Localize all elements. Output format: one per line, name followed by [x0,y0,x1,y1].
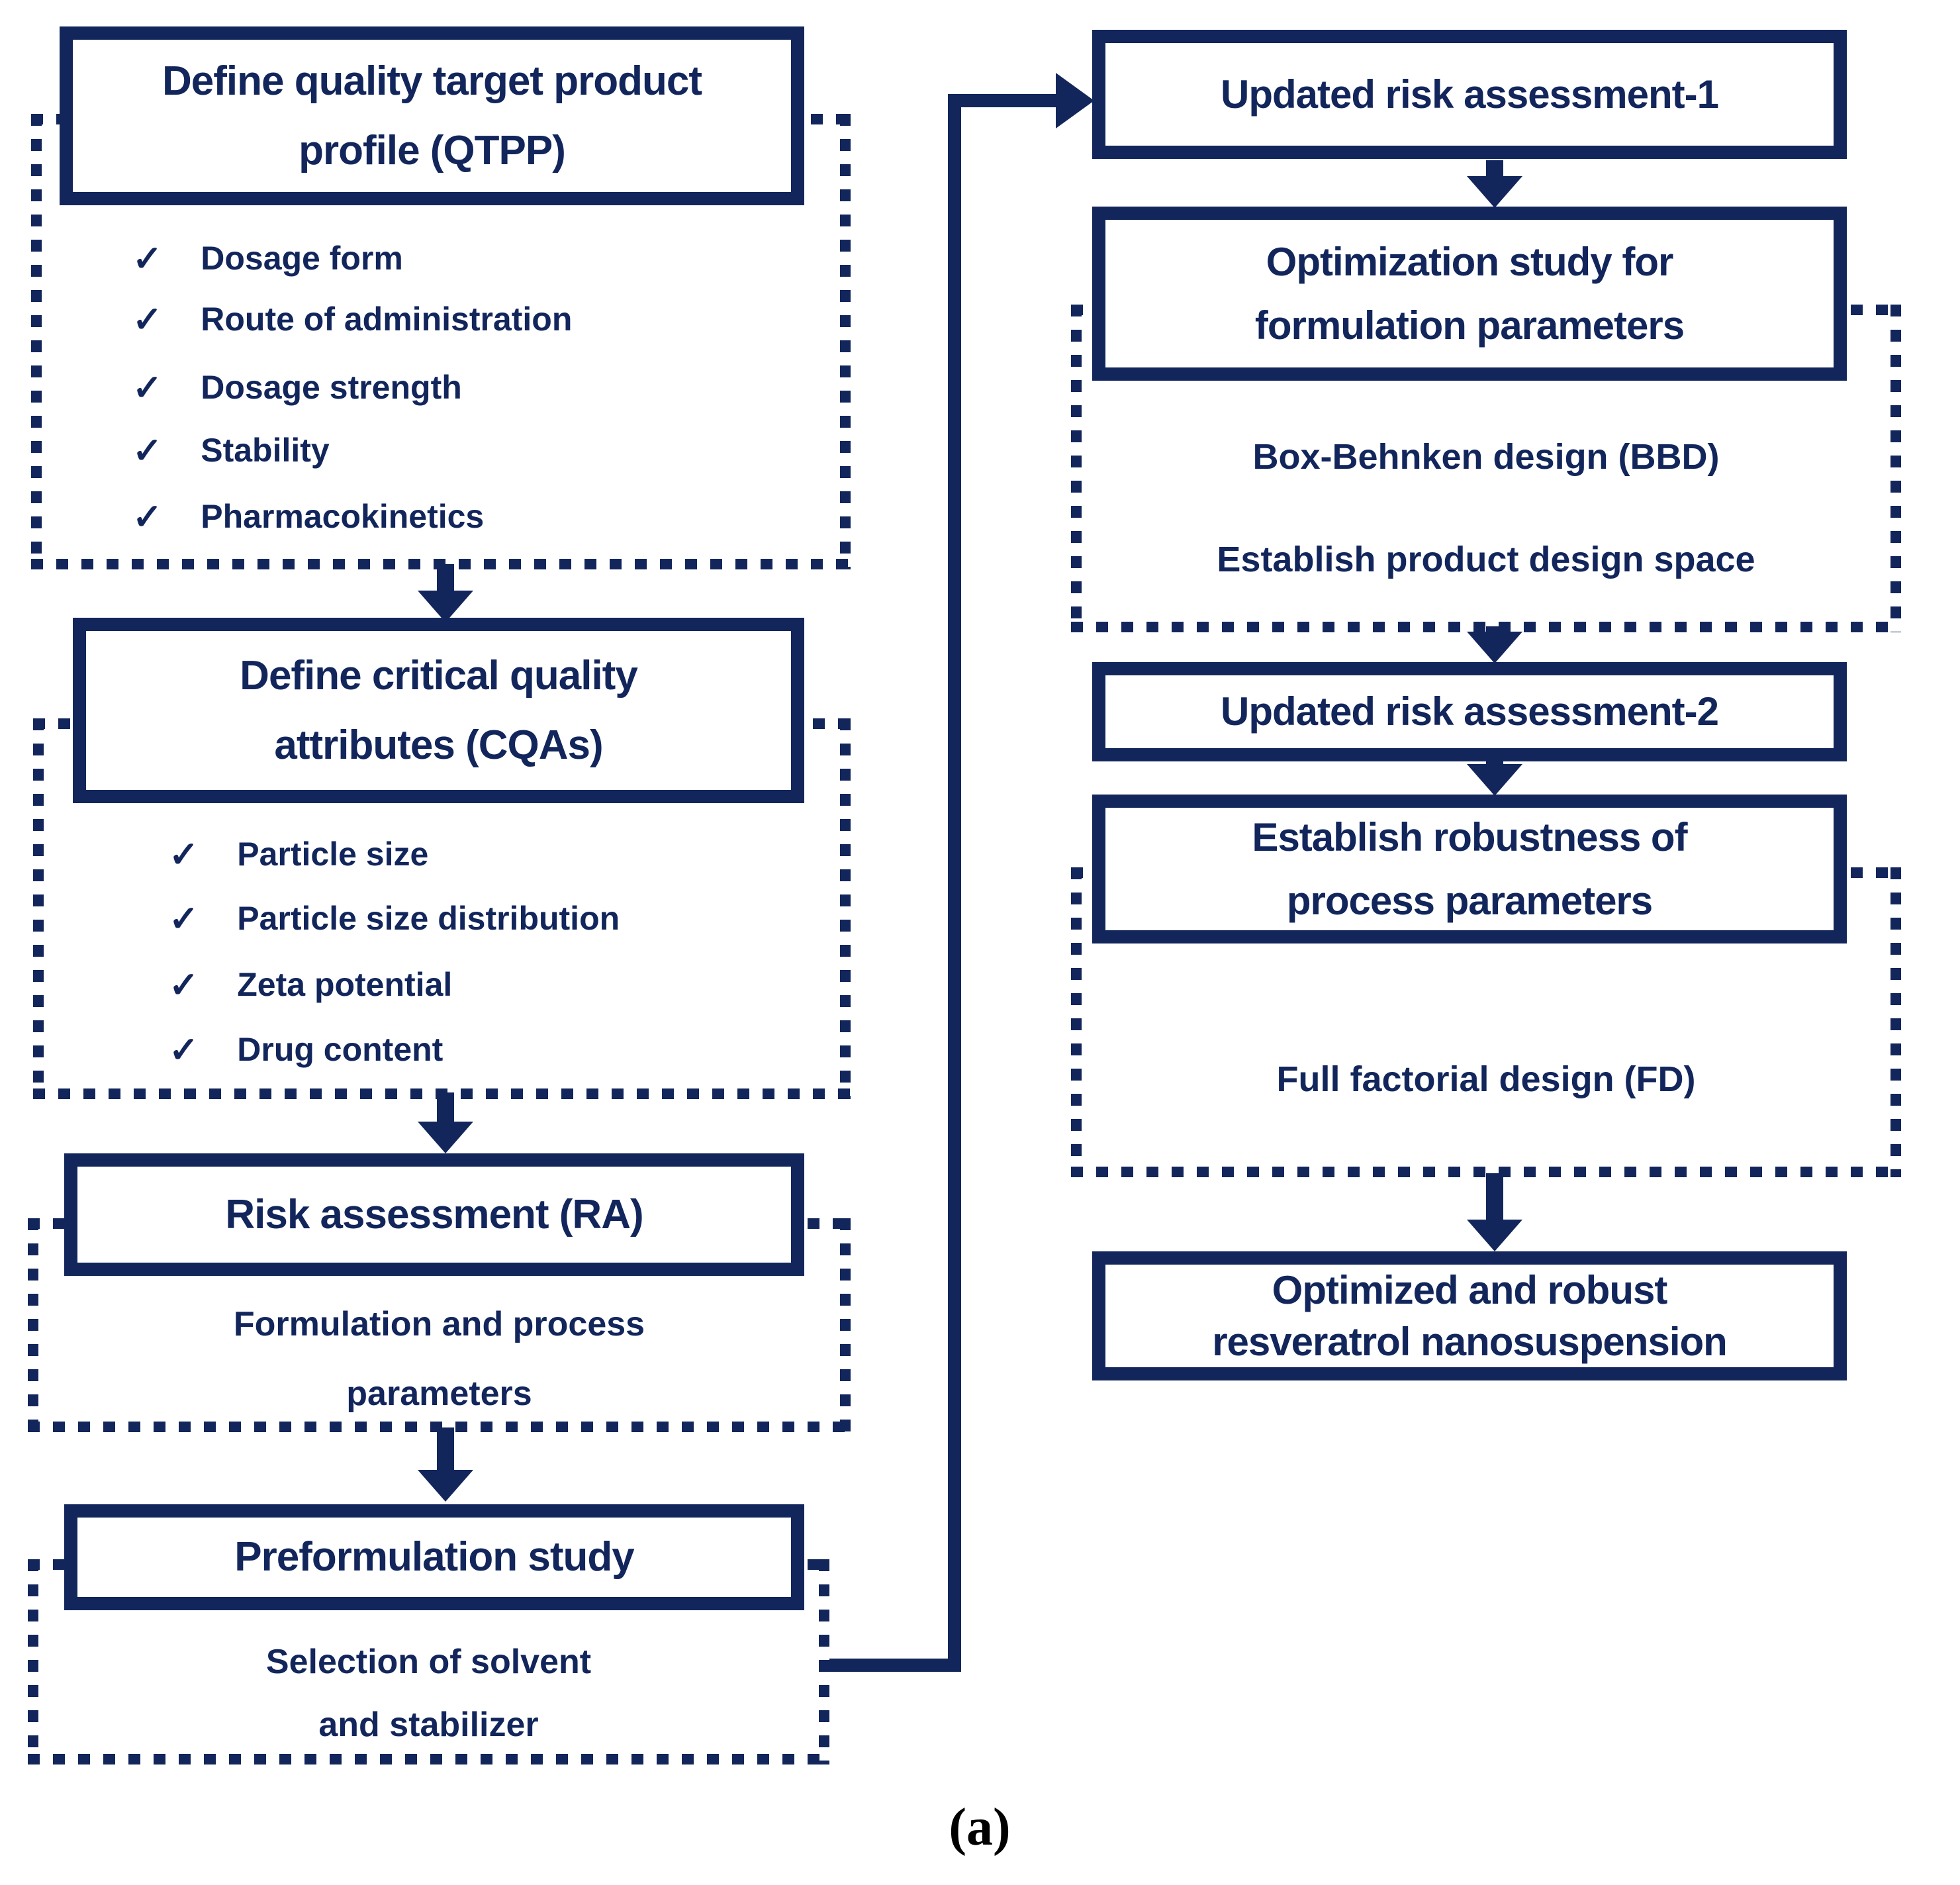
qtpp-title-line1: Define quality target product [162,58,702,104]
opt-title-line1: Optimization study for [1266,239,1674,284]
cqa-box: Define critical quality attributes (CQAs… [73,618,804,803]
opt-subtext-line2: Establish product design space [1217,540,1755,579]
check-icon: ✓ [132,497,163,537]
opt-box: Optimization study for formulation param… [1092,207,1847,381]
qtpp-title-line2: profile (QTPP) [299,128,566,173]
checklist-label: Route of administration [201,301,573,338]
pre-box: Preformulation study [64,1504,804,1610]
opt-title-line2: formulation parameters [1254,303,1685,348]
connector-top-horizontal [961,94,1057,107]
ur1-box: Updated risk assessment-1 [1092,30,1847,159]
arrow-stem [437,1427,454,1470]
checklist-label: Dosage form [201,240,403,277]
arrow-ur1-to-opt [1467,160,1522,208]
connector-vertical [948,94,961,1672]
rob-subtext-line1: Full factorial design (FD) [1276,1059,1696,1099]
pre-subtext-line1: Selection of solvent [265,1643,592,1681]
arrow-head-icon [1467,632,1522,663]
final-title-line2: resveratrol nanosuspension [1212,1319,1728,1364]
checklist-label: Particle size distribution [237,900,620,937]
arrow-head-icon [418,1122,473,1153]
qtpp-item-strength: ✓ Dosage strength [132,364,462,411]
qtpp-box: Define quality target product profile (Q… [60,26,804,205]
check-icon: ✓ [132,430,163,471]
cqa-title-line1: Define critical quality [240,652,638,699]
ur1-title: Updated risk assessment-1 [1220,72,1719,117]
final-title-line1: Optimized and robust [1272,1267,1668,1312]
qtpp-item-dosage-form: ✓ Dosage form [132,235,403,281]
ra-subtext-line2: parameters [346,1375,532,1413]
arrow-opt-to-ur2 [1467,626,1522,663]
check-icon: ✓ [132,238,163,279]
ur2-title: Updated risk assessment-2 [1220,689,1719,734]
rob-box: Establish robustness of process paramete… [1092,795,1847,943]
arrow-rob-to-final [1467,1173,1522,1251]
arrow-head-icon [418,1470,473,1502]
ra-title: Risk assessment (RA) [225,1191,643,1237]
arrow-head-icon [418,591,473,622]
figure-caption: (a) [949,1798,1011,1857]
opt-subtext-line1: Box-Behnken design (BBD) [1252,437,1720,477]
checklist-label: Pharmacokinetics [201,498,485,535]
pre-subtext-line2: and stabilizer [318,1706,539,1744]
arrow-head-icon [1467,764,1522,796]
cqa-item-drug-content: ✓ Drug content [169,1026,443,1073]
rob-title-line1: Establish robustness of [1252,814,1687,859]
arrow-ur2-to-rob [1467,761,1522,796]
final-box: Optimized and robust resveratrol nanosus… [1092,1251,1847,1380]
arrow-stem [1486,1173,1503,1220]
ur2-box: Updated risk assessment-2 [1092,662,1847,761]
rob-title-line2: process parameters [1286,878,1653,923]
ra-box: Risk assessment (RA) [64,1153,804,1276]
checklist-label: Dosage strength [201,369,462,406]
cqa-item-zeta: ✓ Zeta potential [169,961,452,1008]
qtpp-item-stability: ✓ Stability [132,427,330,473]
checklist-label: Drug content [237,1031,443,1068]
check-icon: ✓ [169,1030,199,1070]
connector-arrowhead-icon [1056,73,1094,128]
arrow-head-icon [1467,1220,1522,1251]
cqa-item-particle-size: ✓ Particle size [169,831,428,877]
cqa-item-psd: ✓ Particle size distribution [169,895,620,942]
arrow-cqa-to-ra [418,1092,473,1153]
qtpp-item-pharmacokinetics: ✓ Pharmacokinetics [132,493,484,540]
arrow-stem [437,564,454,591]
connector-bottom-horizontal [829,1659,961,1672]
check-icon: ✓ [169,834,199,875]
arrow-ra-to-pre [418,1427,473,1502]
check-icon: ✓ [132,299,163,340]
ra-subtext-line1: Formulation and process [233,1305,645,1343]
checklist-label: Stability [201,432,330,469]
arrow-stem [1486,761,1503,764]
arrow-stem [1486,626,1503,632]
checklist-label: Zeta potential [237,966,453,1003]
check-icon: ✓ [169,898,199,939]
arrow-stem [1486,160,1503,176]
arrow-qtpp-to-cqa [418,564,473,622]
checklist-label: Particle size [237,836,429,873]
cqa-title-line2: attributes (CQAs) [274,722,603,768]
pre-title: Preformulation study [234,1534,635,1580]
arrow-head-icon [1467,176,1522,208]
check-icon: ✓ [169,965,199,1005]
arrow-stem [437,1092,454,1122]
qtpp-item-route: ✓ Route of administration [132,296,572,342]
check-icon: ✓ [132,367,163,408]
